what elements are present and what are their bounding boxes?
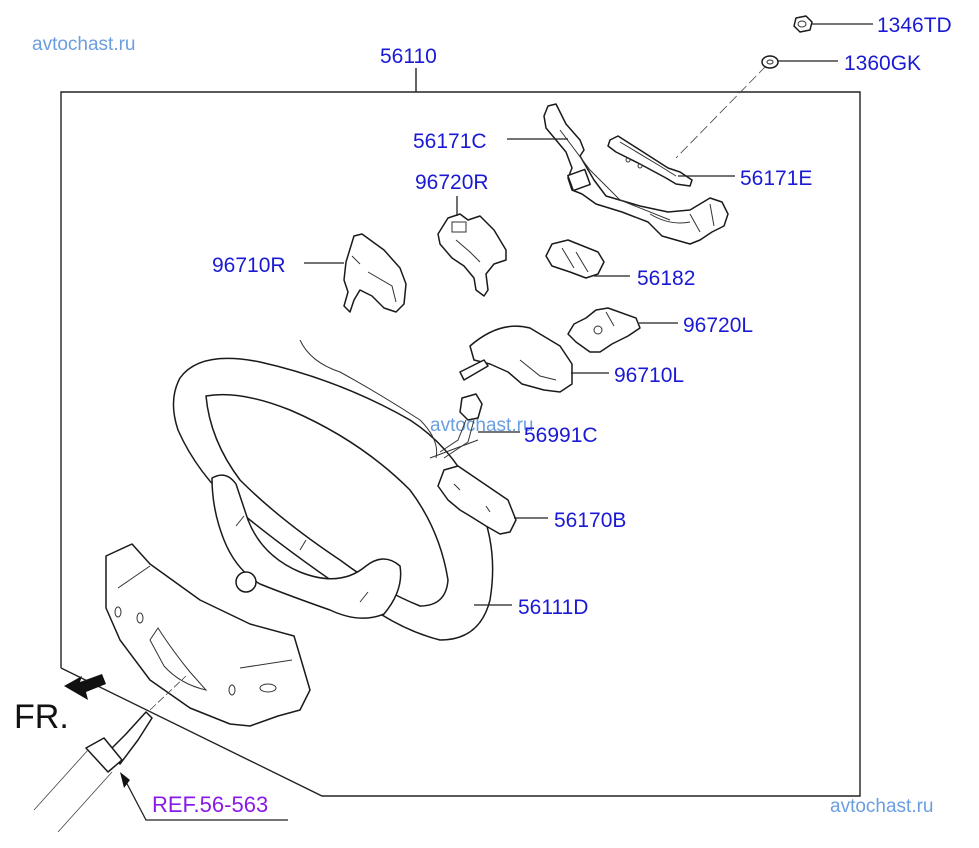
label-1360GK[interactable]: 1360GK [844, 52, 921, 75]
watermark-center: avtochast.ru [430, 415, 534, 436]
right-switch-part [437, 213, 507, 297]
label-56170B[interactable]: 56170B [554, 509, 626, 532]
reference-pointer [120, 772, 288, 821]
cover-part [607, 135, 693, 187]
label-96720L[interactable]: 96720L [683, 314, 753, 337]
nut-icon [793, 15, 813, 33]
lower-cover-part [105, 543, 311, 727]
label-1346TD[interactable]: 1346TD [877, 14, 952, 37]
watermark-top-left: avtochast.ru [32, 34, 136, 55]
left-bezel-part [459, 325, 573, 393]
label-96720R[interactable]: 96720R [415, 171, 489, 194]
steering-wheel-part [172, 339, 494, 641]
label-96710L[interactable]: 96710L [614, 364, 684, 387]
label-56182[interactable]: 56182 [637, 267, 695, 290]
washer-icon [761, 55, 779, 69]
extension-wire-part [439, 393, 483, 459]
watermark-bottom-right: avtochast.ru [830, 796, 934, 817]
reference-link[interactable]: REF.56-563 [152, 792, 268, 817]
label-56171C[interactable]: 56171C [413, 130, 487, 153]
right-bezel-part [343, 233, 407, 313]
steering-column-part [33, 675, 187, 833]
connector-part [545, 239, 605, 279]
front-direction-label: FR. [14, 698, 69, 736]
label-56111D[interactable]: 56111D [518, 596, 588, 619]
label-96710R[interactable]: 96710R [212, 254, 286, 277]
label-56171E[interactable]: 56171E [740, 167, 812, 190]
wiring-bracket-part [543, 103, 729, 245]
label-56991C[interactable]: 56991C [524, 424, 598, 447]
damper-part [437, 465, 517, 535]
group-boundary [60, 68, 861, 797]
left-switch-part [567, 307, 641, 353]
label-56110[interactable]: 56110 [380, 45, 437, 68]
front-direction-arrow-icon [64, 674, 106, 700]
